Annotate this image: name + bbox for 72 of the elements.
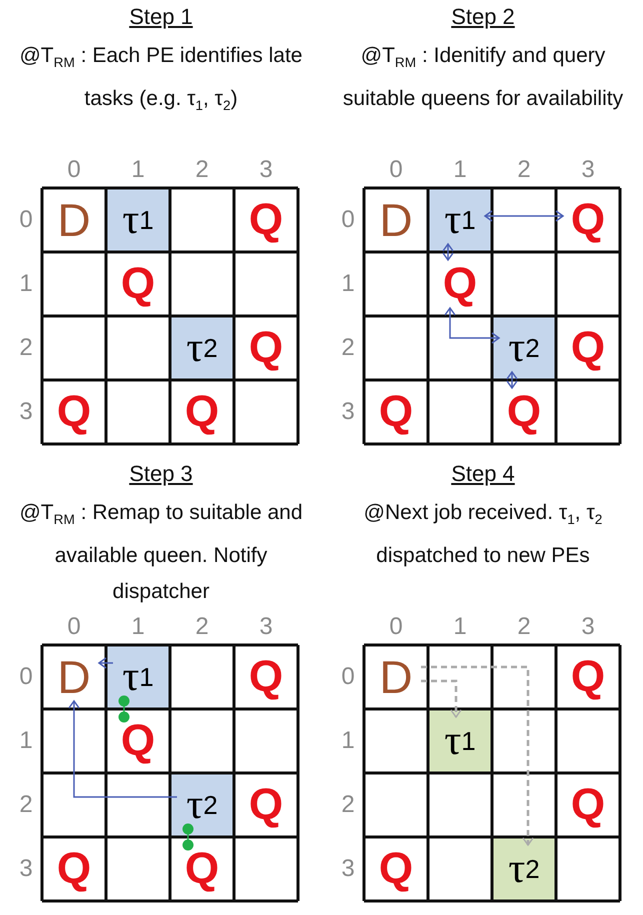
step-heading: Step 1: [128, 4, 194, 30]
arrow: [98, 657, 113, 669]
queen-letter: Q: [113, 260, 163, 308]
arrow: [444, 307, 500, 344]
row-number: 3: [340, 855, 356, 883]
step-heading: Step 3: [128, 461, 194, 487]
queen-letter: Q: [435, 260, 485, 308]
column-number: 2: [516, 613, 532, 641]
column-number: 3: [580, 613, 596, 641]
column-number: 0: [388, 156, 404, 184]
dispatcher-letter: D: [49, 653, 99, 701]
dispatcher-letter: D: [371, 196, 421, 244]
row-number: 0: [18, 206, 34, 234]
step-heading: Step 2: [450, 4, 516, 30]
column-number: 1: [452, 613, 468, 641]
column-number: 2: [194, 613, 210, 641]
queen-letter: Q: [241, 653, 291, 701]
row-number: 3: [18, 855, 34, 883]
row-number: 0: [340, 206, 356, 234]
column-number: 3: [258, 613, 274, 641]
arrow: [442, 243, 454, 261]
connector-line: [118, 696, 130, 722]
column-number: 3: [258, 156, 274, 184]
row-number: 2: [340, 334, 356, 362]
queen-letter: Q: [49, 388, 99, 436]
step-description: @T$_{RM}$ : Each PE identifies late tasks (e.g. τ$_{1}$, τ$_{2}$): [18, 43, 304, 116]
column-number: 3: [580, 156, 596, 184]
row-number: 1: [340, 727, 356, 755]
column-number: 2: [516, 156, 532, 184]
step-description: @Next job received. τ$_{1}$, τ$_{2}$ dispatched to new PEs: [362, 500, 604, 570]
row-number: 0: [340, 663, 356, 691]
row-number: 2: [18, 791, 34, 819]
step-heading: Step 4: [450, 461, 516, 487]
step-description: @T$_{RM}$ : Remap to suitable and available queen. Notify dispatcher: [18, 500, 304, 606]
column-number: 0: [66, 613, 82, 641]
column-number: 0: [388, 613, 404, 641]
queen-letter: Q: [563, 781, 613, 829]
row-number: 1: [340, 270, 356, 298]
row-number: 3: [340, 398, 356, 426]
row-number: 3: [18, 398, 34, 426]
row-number: 1: [18, 727, 34, 755]
arrow: [506, 371, 518, 389]
column-number: 1: [130, 156, 146, 184]
queen-letter: Q: [177, 388, 227, 436]
column-number: 1: [452, 156, 468, 184]
row-number: 0: [18, 663, 34, 691]
column-number: 2: [194, 156, 210, 184]
queen-letter: Q: [563, 196, 613, 244]
arrow: [484, 210, 564, 222]
row-number: 2: [340, 791, 356, 819]
row-number: 2: [18, 334, 34, 362]
row-number: 1: [18, 270, 34, 298]
dispatcher-letter: D: [49, 196, 99, 244]
queen-letter: Q: [371, 845, 421, 893]
connector-line: [182, 824, 194, 850]
queen-letter: Q: [49, 845, 99, 893]
queen-letter: Q: [241, 196, 291, 244]
dispatcher-letter: D: [371, 653, 421, 701]
queen-letter: Q: [241, 324, 291, 372]
arrow: [68, 700, 177, 798]
queen-letter: Q: [113, 717, 163, 765]
queen-letter: Q: [371, 388, 421, 436]
column-number: 1: [130, 613, 146, 641]
step-description: @T$_{RM}$ : Idenitify and query suitable queens for availability: [342, 43, 624, 112]
arrow: [421, 666, 534, 846]
column-number: 0: [66, 156, 82, 184]
queen-letter: Q: [563, 324, 613, 372]
queen-letter: Q: [499, 388, 549, 436]
queen-letter: Q: [563, 653, 613, 701]
queen-letter: Q: [177, 845, 227, 893]
queen-letter: Q: [241, 781, 291, 829]
arrow: [421, 680, 462, 718]
